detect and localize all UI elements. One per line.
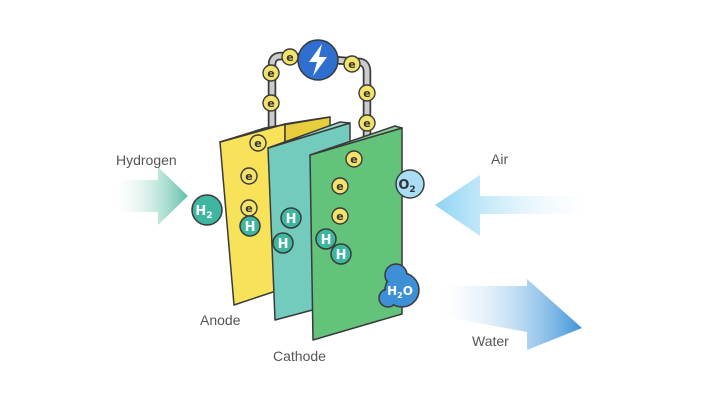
svg-text:O2: O2: [398, 178, 415, 195]
svg-text:H: H: [321, 233, 332, 248]
proton-group: H H H H H: [239, 207, 352, 265]
hydrogen-label: Hydrogen: [116, 152, 177, 168]
svg-text:e: e: [254, 137, 261, 150]
water-molecule: H2O: [378, 263, 420, 308]
electron: e: [331, 207, 349, 225]
svg-text:e: e: [245, 202, 252, 215]
electron: e: [345, 150, 363, 168]
svg-text:H: H: [245, 220, 256, 235]
svg-text:H2: H2: [195, 204, 212, 221]
svg-text:e: e: [363, 117, 370, 130]
svg-text:H: H: [286, 212, 297, 227]
electron: e: [240, 167, 258, 185]
svg-text:e: e: [336, 180, 343, 193]
air-label: Air: [491, 151, 508, 167]
svg-text:e: e: [350, 153, 357, 166]
svg-text:e: e: [286, 51, 293, 64]
electron: e: [240, 199, 258, 217]
water-outlet-arrow: [440, 279, 582, 350]
proton: H: [330, 243, 352, 265]
electron: e: [343, 55, 361, 73]
hydrogen-molecule: H2: [191, 194, 223, 226]
svg-text:e: e: [267, 67, 274, 80]
svg-text:H2O: H2O: [387, 284, 413, 300]
water-label: Water: [472, 333, 509, 349]
svg-text:e: e: [267, 97, 274, 110]
electron: e: [262, 94, 280, 112]
svg-text:H: H: [278, 237, 289, 252]
electron: e: [262, 64, 280, 82]
hydrogen-inlet-arrow: [115, 167, 188, 225]
cathode-label: Cathode: [273, 348, 326, 364]
svg-text:H: H: [336, 248, 347, 263]
svg-text:e: e: [336, 210, 343, 223]
electron-group: e e e e e e e e e e e e: [240, 48, 376, 225]
proton: H: [272, 232, 294, 254]
electron: e: [358, 114, 376, 132]
electron: e: [281, 48, 299, 66]
proton: H: [239, 215, 261, 237]
oxygen-molecule: O2: [395, 169, 425, 199]
proton: H: [315, 228, 337, 250]
electron: e: [331, 177, 349, 195]
anode-label: Anode: [200, 312, 241, 328]
svg-text:e: e: [348, 58, 355, 71]
electron: e: [249, 134, 267, 152]
air-inlet-arrow: [435, 175, 590, 236]
svg-text:e: e: [363, 87, 370, 100]
electron: e: [358, 84, 376, 102]
lightning-bolt-icon: [309, 44, 327, 76]
power-source: [297, 39, 339, 81]
svg-text:e: e: [245, 170, 252, 183]
proton: H: [280, 207, 302, 229]
